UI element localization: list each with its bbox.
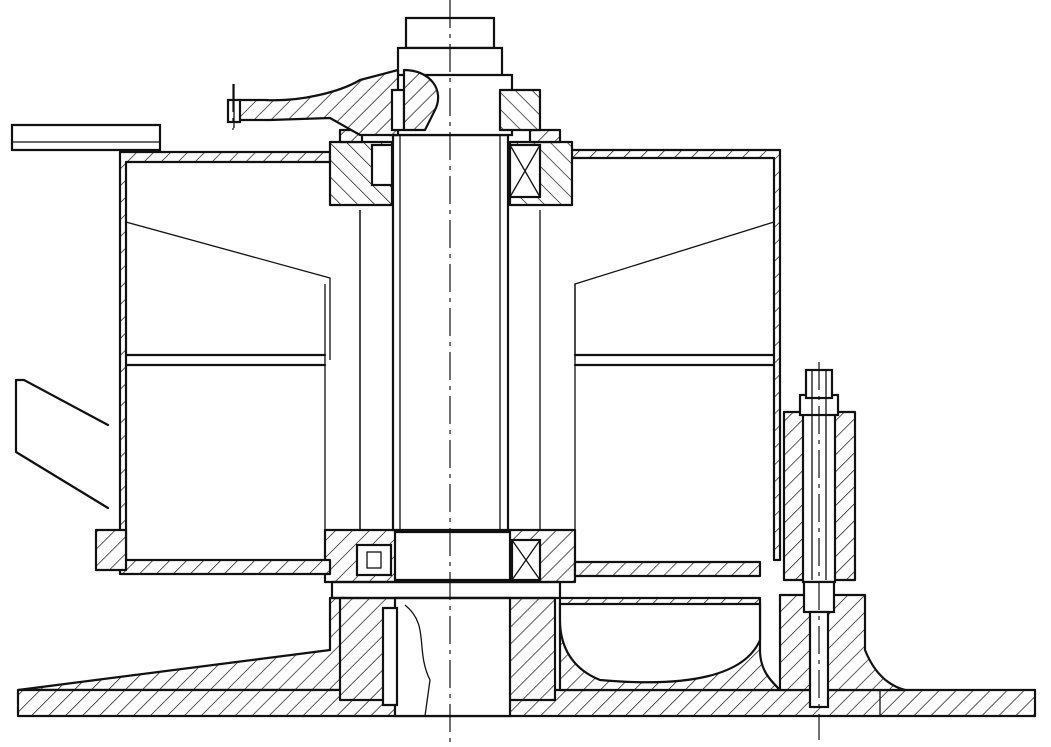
centre-lines: [232, 0, 820, 747]
left-bar: [10, 123, 162, 152]
lever-arm: [226, 68, 440, 137]
top-bearing-housing: [328, 88, 574, 207]
central-boss: [338, 596, 557, 718]
dowel-pin: [381, 606, 399, 707]
left-support: [14, 378, 128, 572]
